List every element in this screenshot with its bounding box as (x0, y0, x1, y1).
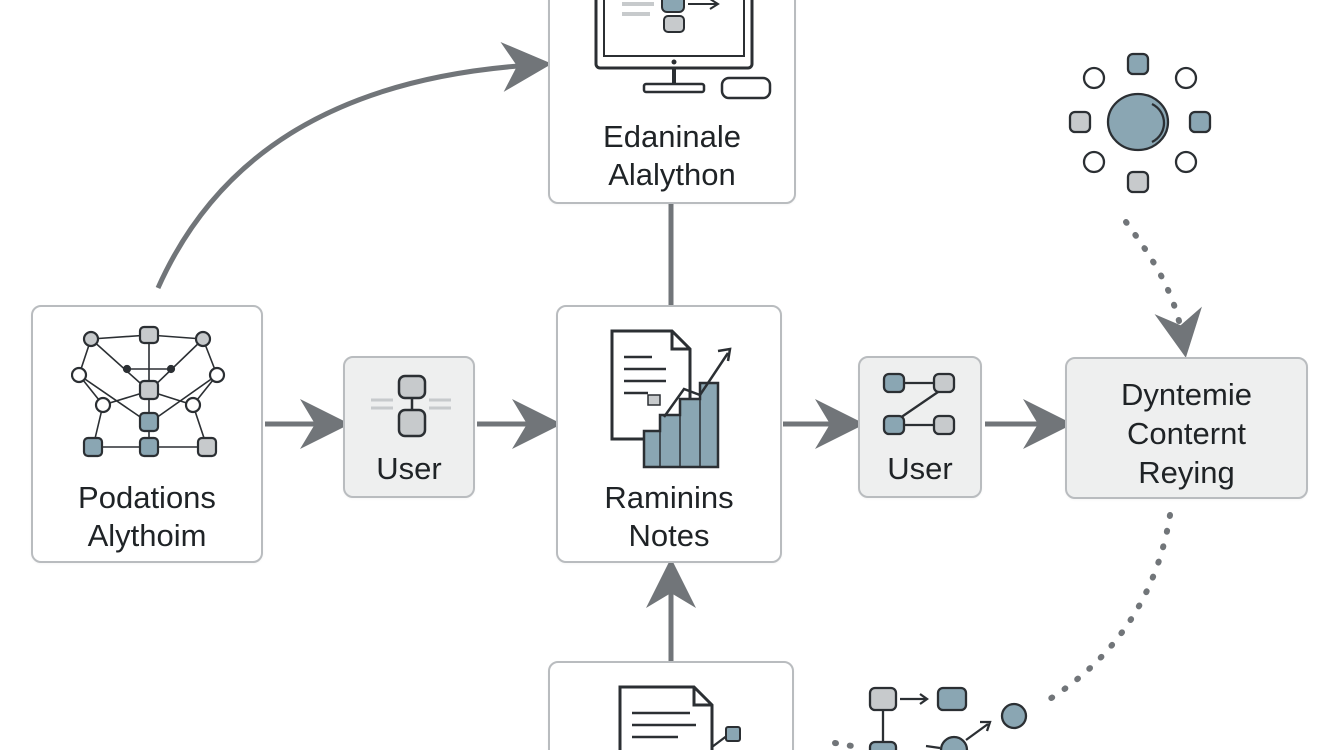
node-podations-line2: Alythoim (87, 518, 207, 553)
node-user-right[interactable]: User (858, 356, 982, 498)
node-dyntemie-conternt-reying[interactable]: Dyntemie Conternt Reying (1065, 357, 1308, 499)
flow-shape-icon (369, 374, 453, 440)
flow-nodes-icon (866, 684, 1036, 750)
dashed-connector-bottom-tail (832, 740, 855, 749)
network-graph-icon (71, 325, 227, 465)
node-bottom-document[interactable] (548, 661, 794, 750)
document-chart-icon (608, 327, 744, 471)
node-raminins-line2: Notes (628, 518, 710, 553)
node-podations-alythoim[interactable]: Podations Alythoim (31, 305, 263, 563)
node-podations-line1: Podations (78, 480, 216, 515)
node-edaninale-alalython[interactable]: Edaninale Alalython (548, 0, 796, 204)
node-edaninale-line1: Edaninale (603, 119, 741, 154)
dashed-arrow-orbit-to-dyntemie (1123, 219, 1202, 358)
node-dyntemie-line2: Conternt (1127, 416, 1246, 451)
node-raminins-notes[interactable]: Raminins Notes (556, 305, 782, 563)
node-user-right-label: User (887, 451, 953, 486)
node-raminins-line1: Raminins (604, 480, 734, 515)
node-user-left-label: User (376, 451, 442, 486)
document-icon (616, 683, 746, 750)
monitor-icon (592, 0, 782, 102)
flowchart-icon (882, 370, 962, 442)
dashed-connector-dyntemie-to-flow (1037, 512, 1173, 708)
orbit-nodes-icon (1068, 52, 1212, 196)
node-user-left[interactable]: User (343, 356, 475, 498)
node-dyntemie-line3: Reying (1138, 455, 1235, 490)
arrow-podations-to-edaninale (155, 41, 552, 290)
node-dyntemie-line1: Dyntemie (1121, 377, 1252, 412)
node-edaninale-line2: Alalython (608, 157, 736, 192)
